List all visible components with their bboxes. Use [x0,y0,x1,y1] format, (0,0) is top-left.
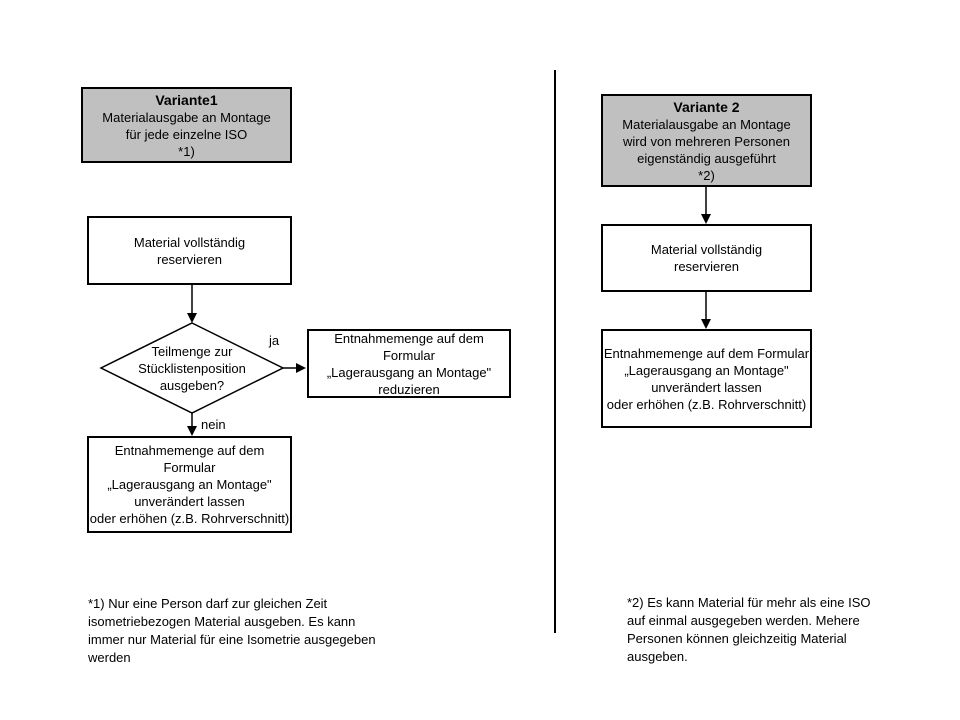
variant2-reserve-text: Material vollständig reservieren [650,242,763,274]
v2-arrowhead-keep [701,319,711,329]
column-divider-line [554,70,556,633]
variant2-reserve-box: Material vollständig reservieren [601,224,812,292]
variant1-header-text: Materialausgabe an Montage für jede einz… [102,109,271,159]
variant2-header-box: Variante 2 Materialausgabe an Montage wi… [601,94,812,187]
variant2-keep-text: Entnahmemenge auf dem Formular „Lageraus… [603,345,810,412]
variant1-title: Variante1 [155,91,218,108]
variant1-keep-text: Entnahmemenge auf dem Formular „Lageraus… [89,443,290,526]
variant1-decision-text: Teilmenge zur Stücklistenposition ausgeb… [138,344,246,393]
variant2-keep-box: Entnahmemenge auf dem Formular „Lageraus… [601,329,812,428]
variant1-reduce-box: Entnahmemenge auf dem Formular „Lageraus… [307,329,511,398]
variant2-header-text: Materialausgabe an Montage wird von mehr… [622,116,791,183]
variant1-no-label: nein [201,417,226,432]
variant1-header-box: Variante1 Materialausgabe an Montage für… [81,87,292,163]
v2-arrowhead-reserve [701,214,711,224]
variant1-reduce-text: Entnahmemenge auf dem Formular „Lageraus… [326,330,492,397]
variant1-yes-label: ja [269,333,280,348]
v1-arrowhead-decision [187,313,197,323]
v1-arrowhead-reduce [296,363,306,373]
variant1-reserve-box: Material vollständig reservieren [87,216,292,285]
variant2-title: Variante 2 [673,98,740,115]
variant2-footnote: *2) Es kann Material für mehr als eine I… [627,595,871,664]
variant1-footnote: *1) Nur eine Person darf zur gleichen Ze… [88,596,376,665]
variant1-reserve-text: Material vollständig reservieren [133,234,246,267]
variant1-keep-box: Entnahmemenge auf dem Formular „Lageraus… [87,436,292,533]
v1-arrowhead-keep [187,426,197,436]
